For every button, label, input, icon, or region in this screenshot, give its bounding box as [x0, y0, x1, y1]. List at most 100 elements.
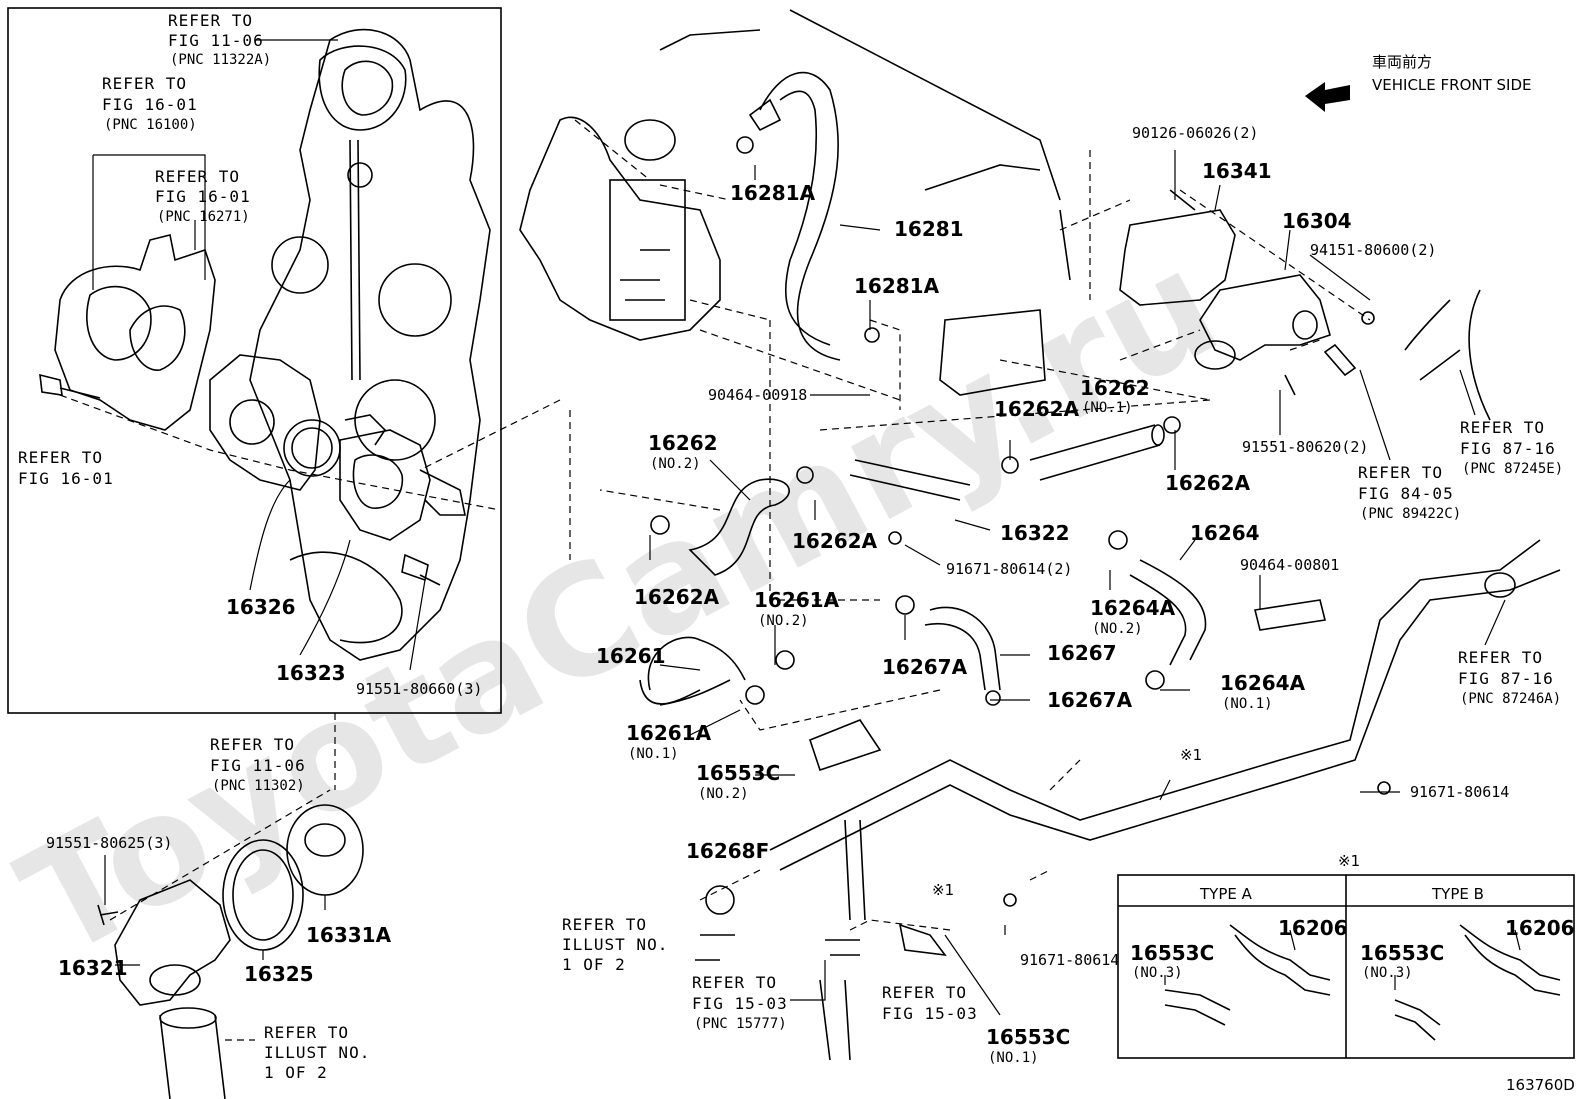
- label-16262A-c: 16262A: [994, 397, 1080, 421]
- svg-text:(PNC 15777): (PNC 15777): [694, 1016, 787, 1032]
- label-16304: 16304: [1282, 209, 1352, 233]
- label-16321: 16321: [58, 956, 128, 980]
- ref-fig8716a: REFER TO FIG 87-16 (PNC 87245E): [1460, 418, 1563, 477]
- leaders-upper-left: [59, 39, 501, 921]
- inset-type-b: TYPE B: [1431, 885, 1484, 903]
- label-90464-00801: 90464-00801: [1240, 556, 1339, 574]
- label-16261A-no1-sub: (NO.1): [628, 746, 679, 762]
- svg-text:FIG 16-01: FIG 16-01: [18, 469, 114, 488]
- svg-text:REFER TO: REFER TO: [692, 973, 777, 992]
- svg-text:REFER TO: REFER TO: [18, 448, 103, 467]
- label-16331A: 16331A: [306, 923, 392, 947]
- label-16323: 16323: [276, 661, 346, 685]
- label-91671-80614-b: 91671-80614: [1410, 783, 1509, 801]
- ref-fig1106b: REFER TO FIG 11-06 (PNC 11302): [210, 735, 306, 794]
- inset-a-16206: 16206: [1278, 916, 1348, 940]
- label-16262A-b: 16262A: [792, 529, 878, 553]
- svg-text:FIG 16-01: FIG 16-01: [155, 187, 251, 206]
- svg-text:FIG 11-06: FIG 11-06: [210, 756, 306, 775]
- label-91551-80660: 91551-80660(3): [356, 680, 482, 698]
- svg-text:(PNC 16100): (PNC 16100): [104, 117, 197, 133]
- svg-text:(PNC 87246A): (PNC 87246A): [1460, 691, 1561, 707]
- ref-illust2: REFER TO ILLUST NO. 1 OF 2: [562, 915, 668, 974]
- svg-text:REFER TO: REFER TO: [562, 915, 647, 934]
- label-91551-80620: 91551-80620(2): [1242, 438, 1368, 456]
- orientation-jp: 車両前方: [1372, 53, 1432, 71]
- label-16268F: 16268F: [686, 839, 769, 863]
- label-16325: 16325: [244, 962, 314, 986]
- label-16281A-top: 16281A: [730, 181, 816, 205]
- label-16267A-a: 16267A: [882, 655, 968, 679]
- label-91551-80625: 91551-80625(3): [46, 834, 172, 852]
- label-16261A-no2-sub: (NO.2): [758, 613, 809, 629]
- svg-text:REFER TO: REFER TO: [168, 11, 253, 30]
- svg-text:FIG 11-06: FIG 11-06: [168, 31, 264, 50]
- ref-fig1503a: REFER TO FIG 15-03 (PNC 15777): [692, 973, 788, 1032]
- label-16262-no1: 16262: [1080, 376, 1150, 400]
- ref-illust1: REFER TO ILLUST NO. 1 OF 2: [264, 1023, 370, 1082]
- label-16264: 16264: [1190, 521, 1260, 545]
- label-16553C-no2-sub: (NO.2): [698, 786, 749, 802]
- svg-text:FIG 15-03: FIG 15-03: [692, 994, 788, 1013]
- water-pump-drawing: [39, 234, 466, 586]
- label-16262A-d: 16262A: [1165, 471, 1251, 495]
- label-16264A-no2-sub: (NO.2): [1092, 621, 1143, 637]
- label-91671-80614-2: 91671-80614(2): [946, 560, 1072, 578]
- svg-text:REFER TO: REFER TO: [155, 167, 240, 186]
- inset-a-16553C: 16553C: [1130, 941, 1214, 965]
- label-asterisk-1-c: ※1: [1338, 852, 1360, 870]
- ref-fig8405: REFER TO FIG 84-05 (PNC 89422C): [1358, 463, 1461, 522]
- hoses-drawing: [639, 71, 1561, 871]
- leaders-center: [649, 150, 1506, 1016]
- orientation-en: VEHICLE FRONT SIDE: [1372, 76, 1532, 94]
- svg-text:REFER TO: REFER TO: [1460, 418, 1545, 437]
- inset-a-16553C-sub: (NO.3): [1132, 965, 1183, 981]
- inset-b-16553C: 16553C: [1360, 941, 1444, 965]
- label-16267: 16267: [1047, 641, 1117, 665]
- vehicle-front-arrow: [1305, 82, 1350, 112]
- label-90464-00918: 90464-00918: [708, 386, 807, 404]
- label-16264A-no1-sub: (NO.1): [1222, 696, 1273, 712]
- label-16326: 16326: [226, 595, 296, 619]
- timing-cover-drawing: [249, 28, 491, 661]
- svg-text:FIG 15-03: FIG 15-03: [882, 1004, 978, 1023]
- label-16553C-no1: 16553C: [986, 1025, 1070, 1049]
- label-16262A-a: 16262A: [634, 585, 720, 609]
- label-asterisk-1-b: ※1: [932, 881, 954, 899]
- diagram-id: 163760D: [1506, 1076, 1575, 1094]
- svg-text:REFER TO: REFER TO: [1458, 648, 1543, 667]
- inset-b-16553C-sub: (NO.3): [1362, 965, 1413, 981]
- svg-text:1 OF 2: 1 OF 2: [562, 955, 626, 974]
- label-asterisk-1-a: ※1: [1180, 746, 1202, 764]
- svg-text:REFER TO: REFER TO: [882, 983, 967, 1002]
- svg-text:ILLUST NO.: ILLUST NO.: [264, 1043, 370, 1062]
- label-16267A-b: 16267A: [1047, 688, 1133, 712]
- svg-text:FIG 84-05: FIG 84-05: [1358, 484, 1454, 503]
- thermostat-drawing: [97, 804, 364, 1099]
- label-16264A-no2: 16264A: [1090, 596, 1176, 620]
- ref-fig1601a: REFER TO FIG 16-01 (PNC 16100): [102, 74, 198, 133]
- label-16261A-no2: 16261A: [754, 588, 840, 612]
- label-94151-80600: 94151-80600(2): [1310, 241, 1436, 259]
- label-16264A-no1: 16264A: [1220, 671, 1306, 695]
- svg-text:1 OF 2: 1 OF 2: [264, 1063, 328, 1082]
- engine-cover-frame: [7, 7, 502, 714]
- svg-text:(PNC 87245E): (PNC 87245E): [1462, 461, 1563, 477]
- label-16262-no2-sub: (NO.2): [650, 456, 701, 472]
- ref-fig1601b: REFER TO FIG 16-01 (PNC 16271): [155, 167, 251, 225]
- connection-lines: [419, 119, 1371, 931]
- svg-text:(PNC 11322A): (PNC 11322A): [170, 52, 271, 68]
- label-16262-no1-sub: (NO.1): [1082, 400, 1133, 416]
- svg-text:(PNC 16271): (PNC 16271): [157, 209, 250, 225]
- label-16261A-no1: 16261A: [626, 721, 712, 745]
- inset-b-16206: 16206: [1505, 916, 1575, 940]
- svg-text:ILLUST NO.: ILLUST NO.: [562, 935, 668, 954]
- svg-text:(PNC 89422C): (PNC 89422C): [1360, 506, 1461, 522]
- label-16553C-no1-sub: (NO.1): [988, 1050, 1039, 1066]
- ref-fig8716b: REFER TO FIG 87-16 (PNC 87246A): [1458, 648, 1561, 707]
- engine-block-outline: [519, 9, 1071, 341]
- svg-text:FIG 16-01: FIG 16-01: [102, 95, 198, 114]
- svg-text:FIG 87-16: FIG 87-16: [1460, 439, 1556, 458]
